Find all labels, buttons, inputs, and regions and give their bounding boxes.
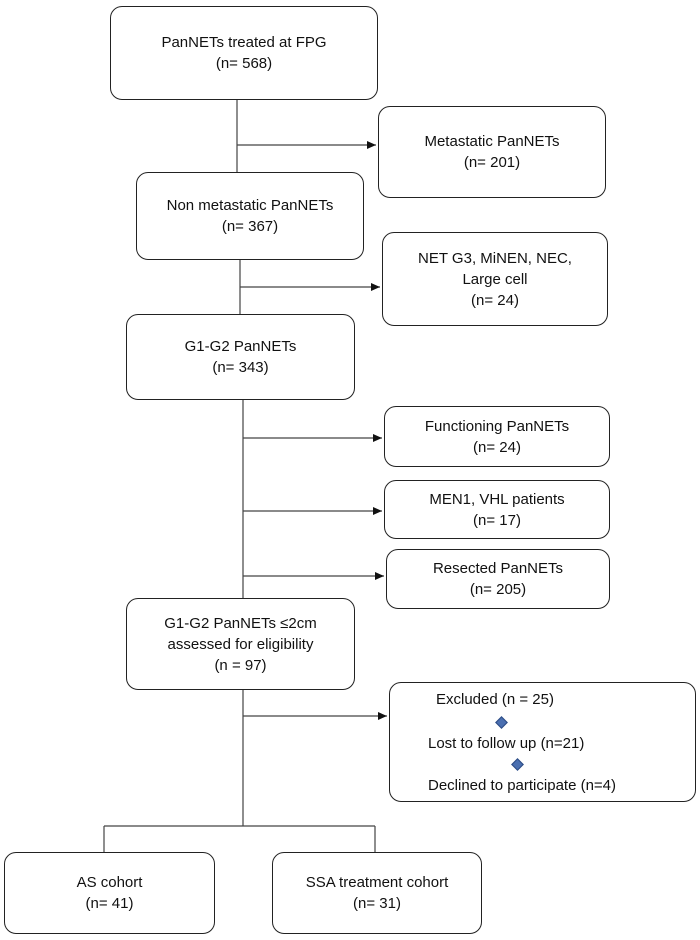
box-metastatic-count: (n= 201) [463,154,521,171]
box-metastatic: Metastatic PanNETs (n= 201) [378,106,606,198]
box-eligible-line1: G1-G2 PanNETs ≤2cm [164,614,317,632]
box-resected-count: (n= 205) [469,581,527,598]
box-treated: PanNETs treated at FPG (n= 568) [110,6,378,100]
diamond-bullet-icon [511,757,524,771]
box-functioning-count: (n= 24) [473,438,521,456]
box-men1-count: (n= 17) [473,511,521,529]
box-eligible-count: (n = 97) [214,656,267,674]
box-resected-title: Resected PanNETs [432,560,564,577]
box-nonmetastatic-title: Non metastatic PanNETs [166,197,334,214]
box-ssa-cohort-title: SSA treatment cohort [305,874,449,891]
box-netg3-line1: NET G3, MiNEN, NEC, [418,249,572,267]
excluded-item: Lost to follow up (n=21) [428,712,584,754]
box-g1g2-title: G1-G2 PanNETs [184,338,297,355]
box-treated-count: (n= 568) [215,55,273,72]
box-men1: MEN1, VHL patients (n= 17) [384,480,610,539]
box-netg3-line2: Large cell [462,270,528,288]
excluded-item-label: Declined to participate (n=4) [428,776,617,794]
box-excluded: Excluded (n = 25) Lost to follow up (n=2… [389,682,696,802]
box-functioning-title: Functioning PanNETs [424,417,570,435]
box-ssa-cohort: SSA treatment cohort (n= 31) [272,852,482,934]
excluded-item-label: Lost to follow up (n=21) [428,734,585,752]
box-as-cohort-title: AS cohort [76,874,143,891]
box-g1g2: G1-G2 PanNETs (n= 343) [126,314,355,400]
box-men1-title: MEN1, VHL patients [429,490,565,508]
box-treated-title: PanNETs treated at FPG [161,34,327,51]
box-as-cohort: AS cohort (n= 41) [4,852,215,934]
box-eligible-line2: assessed for eligibility [167,635,314,653]
box-excluded-title: Excluded (n = 25) [436,690,554,708]
box-ssa-cohort-count: (n= 31) [353,895,401,912]
box-resected: Resected PanNETs (n= 205) [386,549,610,609]
box-g1g2-count: (n= 343) [212,359,269,376]
box-nonmetastatic-count: (n= 367) [221,218,279,235]
box-nonmetastatic: Non metastatic PanNETs (n= 367) [136,172,364,260]
excluded-item: Declined to participate (n=4) [428,754,616,796]
box-netg3: NET G3, MiNEN, NEC, Large cell (n= 24) [382,232,608,326]
diamond-bullet-icon [495,715,509,729]
box-as-cohort-count: (n= 41) [85,895,134,912]
box-metastatic-title: Metastatic PanNETs [424,133,560,150]
box-functioning: Functioning PanNETs (n= 24) [384,406,610,467]
box-eligible: G1-G2 PanNETs ≤2cm assessed for eligibil… [126,598,355,690]
box-netg3-count: (n= 24) [471,291,519,309]
